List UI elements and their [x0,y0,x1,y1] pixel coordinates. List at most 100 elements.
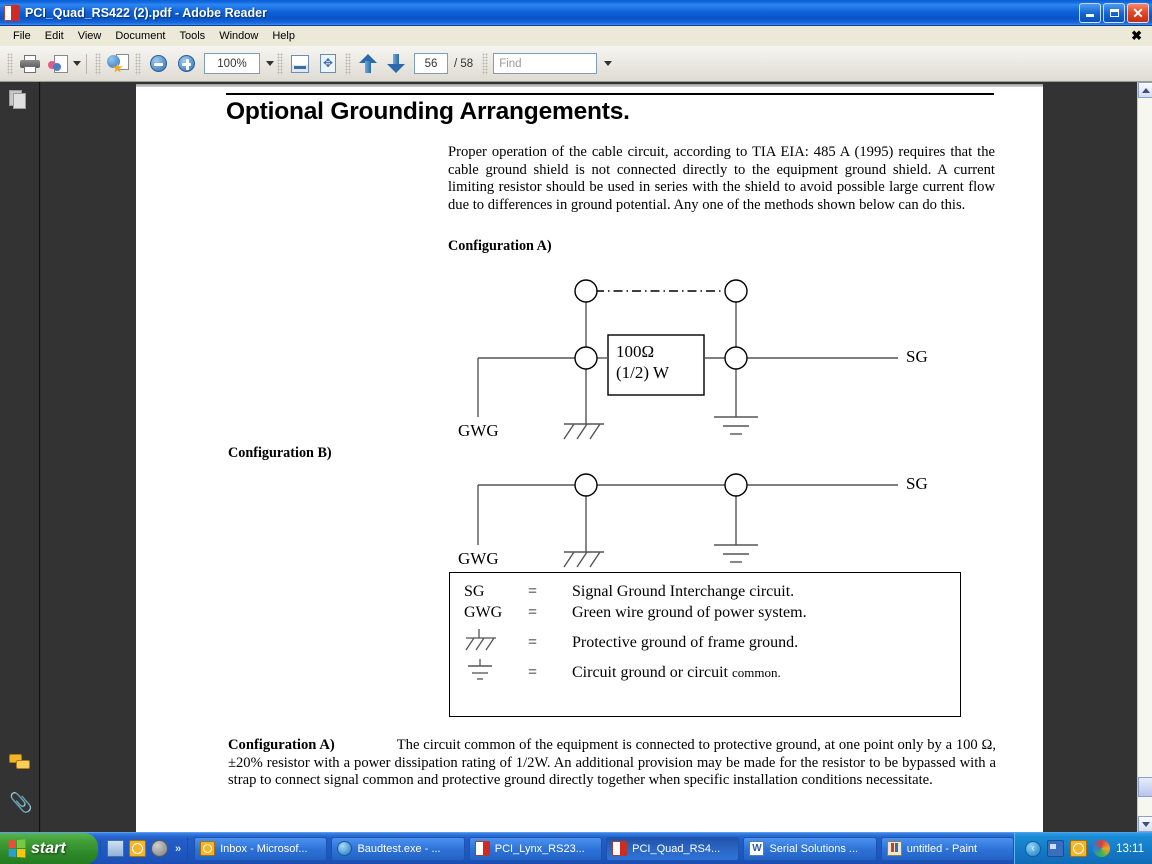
tray-expand-chevron-icon[interactable]: ‹ [1025,840,1042,857]
legend-row: = Protective ground of frame ground. [464,627,798,658]
fit-page-icon: ✥ [320,54,336,73]
email-button[interactable] [44,50,72,78]
zoom-out-button[interactable] [144,50,172,78]
fit-width-icon [290,54,310,73]
next-page-button[interactable] [382,50,410,78]
taskbar-item-label: Serial Solutions ... [769,842,859,855]
email-dropdown-caret-icon[interactable] [73,61,81,66]
close-icon: ✕ [1132,4,1144,21]
taskbar-item-serial-solutions[interactable]: Serial Solutions ... [743,836,877,861]
scroll-up-button[interactable] [1138,82,1152,98]
fit-width-button[interactable] [286,50,314,78]
zoom-dropdown-caret-icon[interactable] [266,61,274,66]
toolbar-grip-5[interactable] [345,52,351,75]
start-button[interactable]: start [0,832,98,864]
network-icon[interactable] [1047,840,1065,857]
taskbar-item-label: Inbox - Microsof... [220,842,308,855]
legend-value-gwg: Green wire ground of power system. [572,604,807,621]
find-input[interactable]: Find [493,53,598,74]
toolbar-separator [86,53,87,74]
page-number-input[interactable]: 56 [414,53,448,74]
menu-file[interactable]: File [13,30,31,42]
legend-row: GWG = Green wire ground of power system. [464,604,807,622]
comments-panel-button[interactable] [9,754,31,776]
taskbar-item-paint[interactable]: untitled - Paint [880,836,1015,861]
menu-window[interactable]: Window [219,30,259,42]
taskbar-buttons: Inbox - Microsof... Baudtest.exe - ... P… [187,836,1015,861]
taskbar-item-pci-lynx[interactable]: PCI_Lynx_RS23... [468,836,603,861]
zoom-in-button[interactable] [172,50,200,78]
minimize-icon [1086,14,1094,17]
toolbar-grip-6[interactable] [482,52,489,75]
show-desktop-icon[interactable] [107,840,124,857]
toolbar-grip[interactable] [7,52,13,75]
outlook-icon [200,841,216,856]
zoom-out-icon [149,55,167,72]
print-button[interactable] [16,50,44,78]
quick-launch-bar: » [100,840,187,857]
quicklaunch-browser-icon[interactable] [151,840,168,857]
taskbar-item-label: PCI_Quad_RS4... [632,842,721,855]
menu-view[interactable]: View [77,30,102,42]
window-controls: ✕ [1079,2,1152,23]
zoom-level-field[interactable]: 100% [204,53,260,74]
configuration-a-label: Configuration A) [448,238,552,254]
find-dropdown-caret-icon[interactable] [604,61,613,66]
window-title: PCI_Quad_RS422 (2).pdf - Adobe Reader [25,5,267,20]
close-button[interactable]: ✕ [1127,2,1149,23]
configuration-b-label: Configuration B) [228,445,332,461]
maximize-button[interactable] [1103,2,1125,23]
menu-help[interactable]: Help [272,30,295,42]
taskbar: start » Inbox - Microsof... Baudtest.exe… [0,832,1152,864]
diagram-a-sg-label: SG [906,347,928,366]
minimize-button[interactable] [1079,2,1101,23]
toolbar-grip-4[interactable] [277,52,283,75]
pdf-page: Optional Grounding Arrangements. Proper … [136,84,1043,832]
circuit-ground-svg [468,659,492,680]
clock[interactable]: 13:11 [1116,842,1144,855]
menu-bar: File Edit View Document Tools Window Hel… [0,26,1152,46]
windows-logo-icon [8,839,26,858]
diagram-a-gwg-label: GWG [458,421,499,440]
menu-tools[interactable]: Tools [179,30,206,42]
close-document-button[interactable]: ✖ [1131,28,1142,43]
attachments-panel-button[interactable]: 📎 [9,793,33,816]
tray-spiral-icon[interactable] [1093,840,1111,857]
tray-outlook-icon[interactable] [1070,840,1088,857]
resistor-power: (1/2) W [616,363,670,382]
menu-document[interactable]: Document [115,30,166,42]
next-page-icon [387,54,405,73]
pdf-icon [612,841,628,856]
pages-panel-button[interactable] [9,90,31,112]
internet-explorer-icon [337,841,353,856]
attach-web-button[interactable] [104,50,132,78]
quicklaunch-outlook-icon[interactable] [129,840,146,857]
diagram-configuration-b: GWG SG [436,469,996,579]
circuit-ground-symbol-icon [464,657,528,688]
taskbar-item-baudtest[interactable]: Baudtest.exe - ... [331,836,465,861]
vertical-scrollbar[interactable] [1137,82,1152,832]
toolbar-grip-2[interactable] [95,52,101,75]
start-label: start [31,839,66,857]
scrollbar-thumb[interactable] [1138,777,1152,797]
legend-row: = Circuit ground or circuit common. [464,657,781,688]
toolbar-grip-3[interactable] [135,52,141,75]
diagram-configuration-a: 100Ω (1/2) W GWG SG [436,269,996,449]
bottom-paragraph: Configuration A)The circuit common of th… [228,737,996,790]
menu-edit[interactable]: Edit [44,30,64,42]
document-viewport[interactable]: Optional Grounding Arrangements. Proper … [41,82,1137,832]
diagram-b-gwg-label: GWG [458,549,499,568]
print-icon [20,54,40,73]
previous-page-button[interactable] [354,50,382,78]
taskbar-item-inbox[interactable]: Inbox - Microsof... [194,836,328,861]
system-tray: ‹ 13:11 [1014,832,1152,864]
taskbar-item-pci-quad[interactable]: PCI_Quad_RS4... [606,836,740,861]
fit-page-button[interactable]: ✥ [314,50,342,78]
bottom-paragraph-text: The circuit common of the equipment is c… [228,737,996,789]
zoom-in-icon [177,55,195,72]
scroll-down-button[interactable] [1138,816,1152,832]
resistor-label: 100Ω (1/2) W [616,341,669,383]
attachment-clip-icon: 📎 [9,793,33,814]
maximize-icon [1109,8,1119,17]
quicklaunch-overflow-chevron-icon[interactable]: » [175,842,182,855]
